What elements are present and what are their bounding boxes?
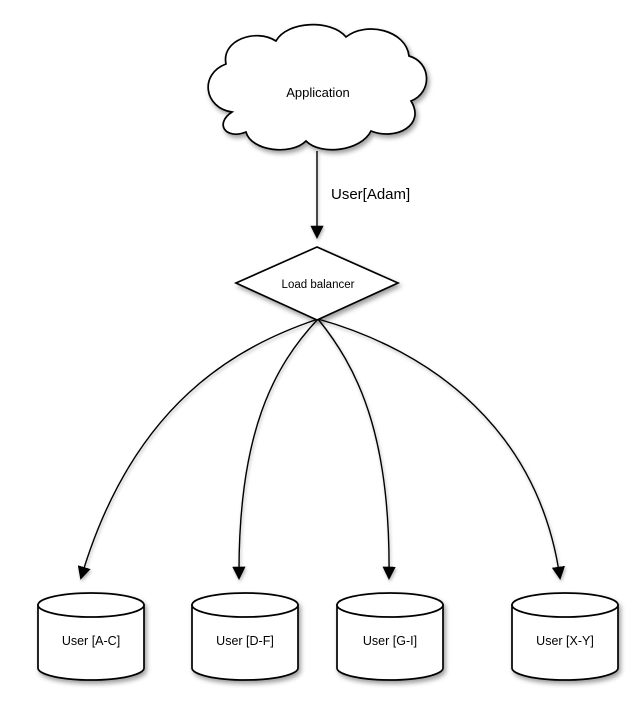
cylinder-top (37, 592, 145, 618)
shard-node-gi: User [G-I] (336, 592, 444, 681)
load-balancer-label: Load balancer (282, 279, 355, 291)
cylinder-body (511, 604, 619, 681)
edge-loadbalancer-to-shard-ac (77, 318, 319, 580)
edge-loadbalancer-to-shard-xy (317, 318, 565, 580)
shard-node-ac: User [A-C] (37, 592, 145, 681)
shard-node-xy: User [X-Y] (511, 592, 619, 681)
cylinder-body (37, 604, 145, 681)
cylinder-top (511, 592, 619, 618)
application-label: Application (286, 85, 350, 100)
load-balancer-node: Load balancer (233, 246, 401, 321)
edge-loadbalancer-to-shard-gi (317, 318, 396, 580)
shard-label-gi: User [G-I] (363, 634, 417, 648)
shard-label-ac: User [A-C] (62, 634, 120, 648)
cylinder-top (191, 592, 299, 618)
edge-loadbalancer-to-shard-df (232, 318, 319, 580)
shard-label-df: User [D-F] (216, 634, 274, 648)
edge-label-user-adam: User[Adam] (331, 186, 410, 203)
connectors (77, 151, 565, 580)
cloud-shape (207, 23, 428, 151)
cylinder-top (336, 592, 444, 618)
diamond-shape (233, 246, 401, 321)
cylinder-body (191, 604, 299, 681)
shard-label-xy: User [X-Y] (536, 634, 594, 648)
application-cloud-node: Application (207, 23, 428, 151)
cylinder-body (336, 604, 444, 681)
shard-node-df: User [D-F] (191, 592, 299, 681)
